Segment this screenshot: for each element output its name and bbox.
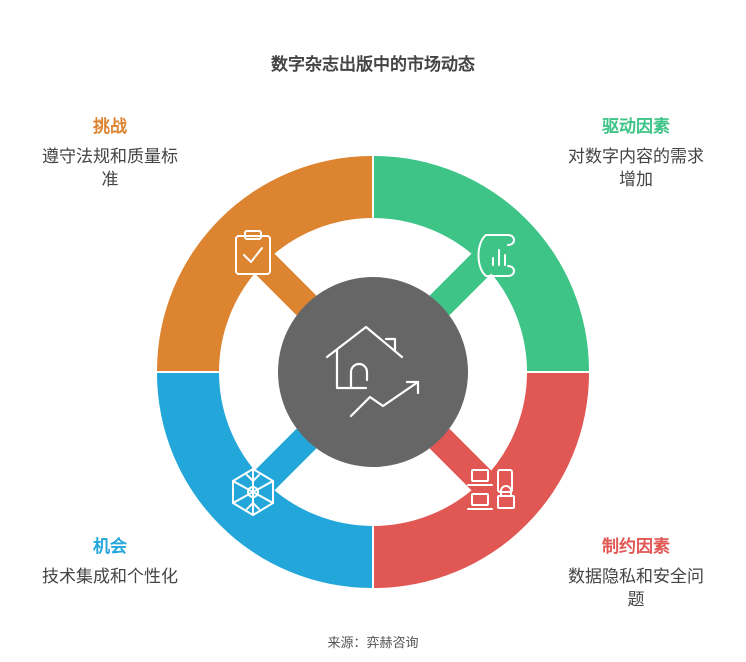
devices-lock-icon [467,469,515,510]
connector-drivers [429,246,499,316]
challenge-text: 遵守法规和质量标 准 [20,146,200,192]
opportunity-text-line1: 技术集成和个性化 [42,567,178,587]
constraints-heading: 制约因素 [602,537,670,557]
magazine-chart-icon [477,234,515,277]
challenge-text-line1: 遵守法规和质量标 [42,147,178,167]
source-note: 来源：弈赫咨询 [327,636,419,651]
drivers-text-line1: 对数字内容的需求 [568,147,704,167]
inner-white-ring [219,218,527,526]
opportunity-text: 技术集成和个性化 [20,566,200,589]
snowflake-network-icon [232,468,274,516]
drivers-text: 对数字内容的需求 增加 [546,146,726,192]
diagram-title: 数字杂志出版中的市场动态 [271,55,475,75]
constraints-text: 数据隐私和安全问 题 [546,566,726,612]
center-circle [278,277,468,467]
challenge-heading: 挑战 [93,117,127,137]
connector-opportunity [247,428,317,498]
clipboard-check-icon [235,230,271,275]
constraints-text-line2: 题 [627,590,645,610]
drivers-heading: 驱动因素 [602,117,670,137]
challenge-text-line2: 准 [101,170,119,190]
connector-challenge [247,246,317,316]
house-growth-icon [325,325,420,418]
opportunity-heading: 机会 [93,537,127,557]
constraints-text-line1: 数据隐私和安全问 [568,567,704,587]
drivers-text-line2: 增加 [619,170,653,190]
